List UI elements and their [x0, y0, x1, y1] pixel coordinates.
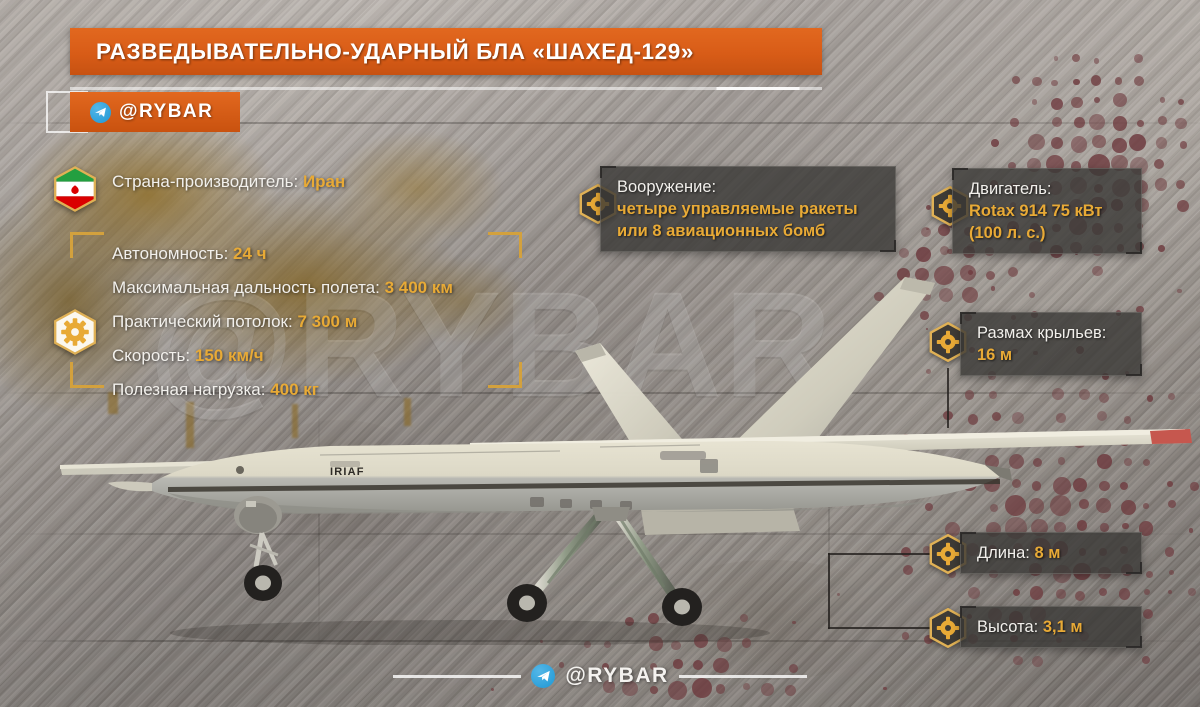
telegram-icon — [90, 101, 111, 123]
telegram-icon — [531, 664, 556, 688]
leader-line-length — [828, 553, 946, 555]
paint-splatter — [0, 96, 540, 426]
country-row: Страна-производитель: Иран — [112, 172, 345, 192]
concrete-seam — [0, 533, 1200, 535]
brand-name: @RYBAR — [119, 101, 214, 122]
brand-bar[interactable]: @RYBAR — [70, 92, 240, 132]
country-label: Страна-производитель: — [112, 172, 299, 191]
length-label: Длина: — [977, 544, 1030, 562]
paint-drip — [108, 392, 118, 414]
wingspan-value: 16 м — [977, 346, 1013, 365]
country-value: Иран — [302, 172, 346, 191]
spec-row-endurance: Автономность: 24 ч — [112, 244, 453, 264]
length-row: Длина: 8 м — [977, 542, 1125, 564]
aircraft-illustration: IRIAF — [60, 277, 1192, 645]
paint-drip — [292, 404, 298, 438]
spec-value: 24 ч — [233, 244, 267, 263]
spec-label: Автономность: — [112, 244, 229, 263]
footer-rule-left — [393, 674, 522, 678]
engine-value-1: Rotax 914 75 кВт — [969, 202, 1103, 221]
height-value: 3,1 м — [1042, 618, 1083, 636]
height-label: Высота: — [977, 618, 1039, 636]
length-value: 8 м — [1034, 544, 1061, 562]
engine-panel: Двигатель: Rotax 914 75 кВт (100 л. с.) — [952, 168, 1142, 255]
iran-flag-icon — [52, 166, 98, 212]
spec-value: 3 400 км — [384, 278, 453, 297]
armament-label: Вооружение: — [617, 178, 717, 196]
paint-drip — [186, 402, 194, 448]
length-panel: Длина: 8 м — [960, 532, 1142, 575]
spec-frame — [70, 232, 522, 388]
frame-corner-br — [488, 362, 522, 388]
gear-icon — [928, 322, 968, 362]
spec-row-ceiling: Практический потолок: 7 300 м — [112, 312, 453, 332]
armament-panel: Вооружение: четыре управляемые ракеты ил… — [600, 166, 896, 253]
footer-rule-right — [678, 674, 807, 678]
armament-value-2: или 8 авиационных бомб — [617, 222, 826, 241]
wingspan-label: Размах крыльев: — [977, 324, 1107, 342]
frame-corner-tr — [488, 232, 522, 258]
watermark-rybar: @RYBAR — [148, 260, 835, 428]
leader-line-length — [828, 553, 830, 629]
concrete-seam — [0, 640, 1200, 642]
leader-line-wingspan — [947, 368, 949, 428]
footer-brand[interactable]: @RYBAR — [0, 658, 1200, 694]
engine-value-2: (100 л. с.) — [969, 224, 1046, 243]
spec-list: Автономность: 24 ч Максимальная дальност… — [112, 244, 453, 414]
spec-value: 150 км/ч — [194, 346, 264, 365]
height-row: Высота: 3,1 м — [977, 616, 1125, 638]
concrete-seam — [0, 122, 1200, 124]
gear-icon — [52, 309, 98, 355]
spec-row-speed: Скорость: 150 км/ч — [112, 346, 453, 366]
spec-label: Скорость: — [112, 346, 191, 365]
gear-icon — [928, 608, 968, 648]
spec-label: Практический потолок: — [112, 312, 293, 331]
height-panel: Высота: 3,1 м — [960, 606, 1142, 649]
aircraft-marking: IRIAF — [330, 466, 365, 478]
spec-value: 400 кг — [270, 380, 319, 399]
frame-corner-tl — [70, 232, 104, 258]
footer-brand-name: @RYBAR — [565, 664, 669, 687]
armament-value-1: четыре управляемые ракеты — [617, 200, 858, 219]
paint-drip — [404, 398, 411, 426]
concrete-seam-vertical — [318, 392, 320, 642]
engine-label: Двигатель: — [969, 180, 1052, 198]
leader-line-height — [828, 627, 946, 629]
concrete-seam-vertical — [828, 392, 830, 642]
title-banner: РАЗВЕДЫВАТЕЛЬНО-УДАРНЫЙ БЛА «ШАХЕД-129» — [70, 28, 822, 75]
page-title: РАЗВЕДЫВАТЕЛЬНО-УДАРНЫЙ БЛА «ШАХЕД-129» — [96, 38, 694, 64]
spec-value: 7 300 м — [297, 312, 358, 331]
concrete-seam — [0, 392, 1200, 394]
spec-row-range: Максимальная дальность полета: 3 400 км — [112, 278, 453, 298]
frame-corner-bl — [70, 362, 104, 388]
spec-label: Полезная нагрузка: — [112, 380, 266, 399]
title-underline — [70, 87, 822, 90]
wingspan-panel: Размах крыльев: 16 м — [960, 312, 1142, 377]
spec-label: Максимальная дальность полета: — [112, 278, 380, 297]
spec-row-payload: Полезная нагрузка: 400 кг — [112, 380, 453, 400]
